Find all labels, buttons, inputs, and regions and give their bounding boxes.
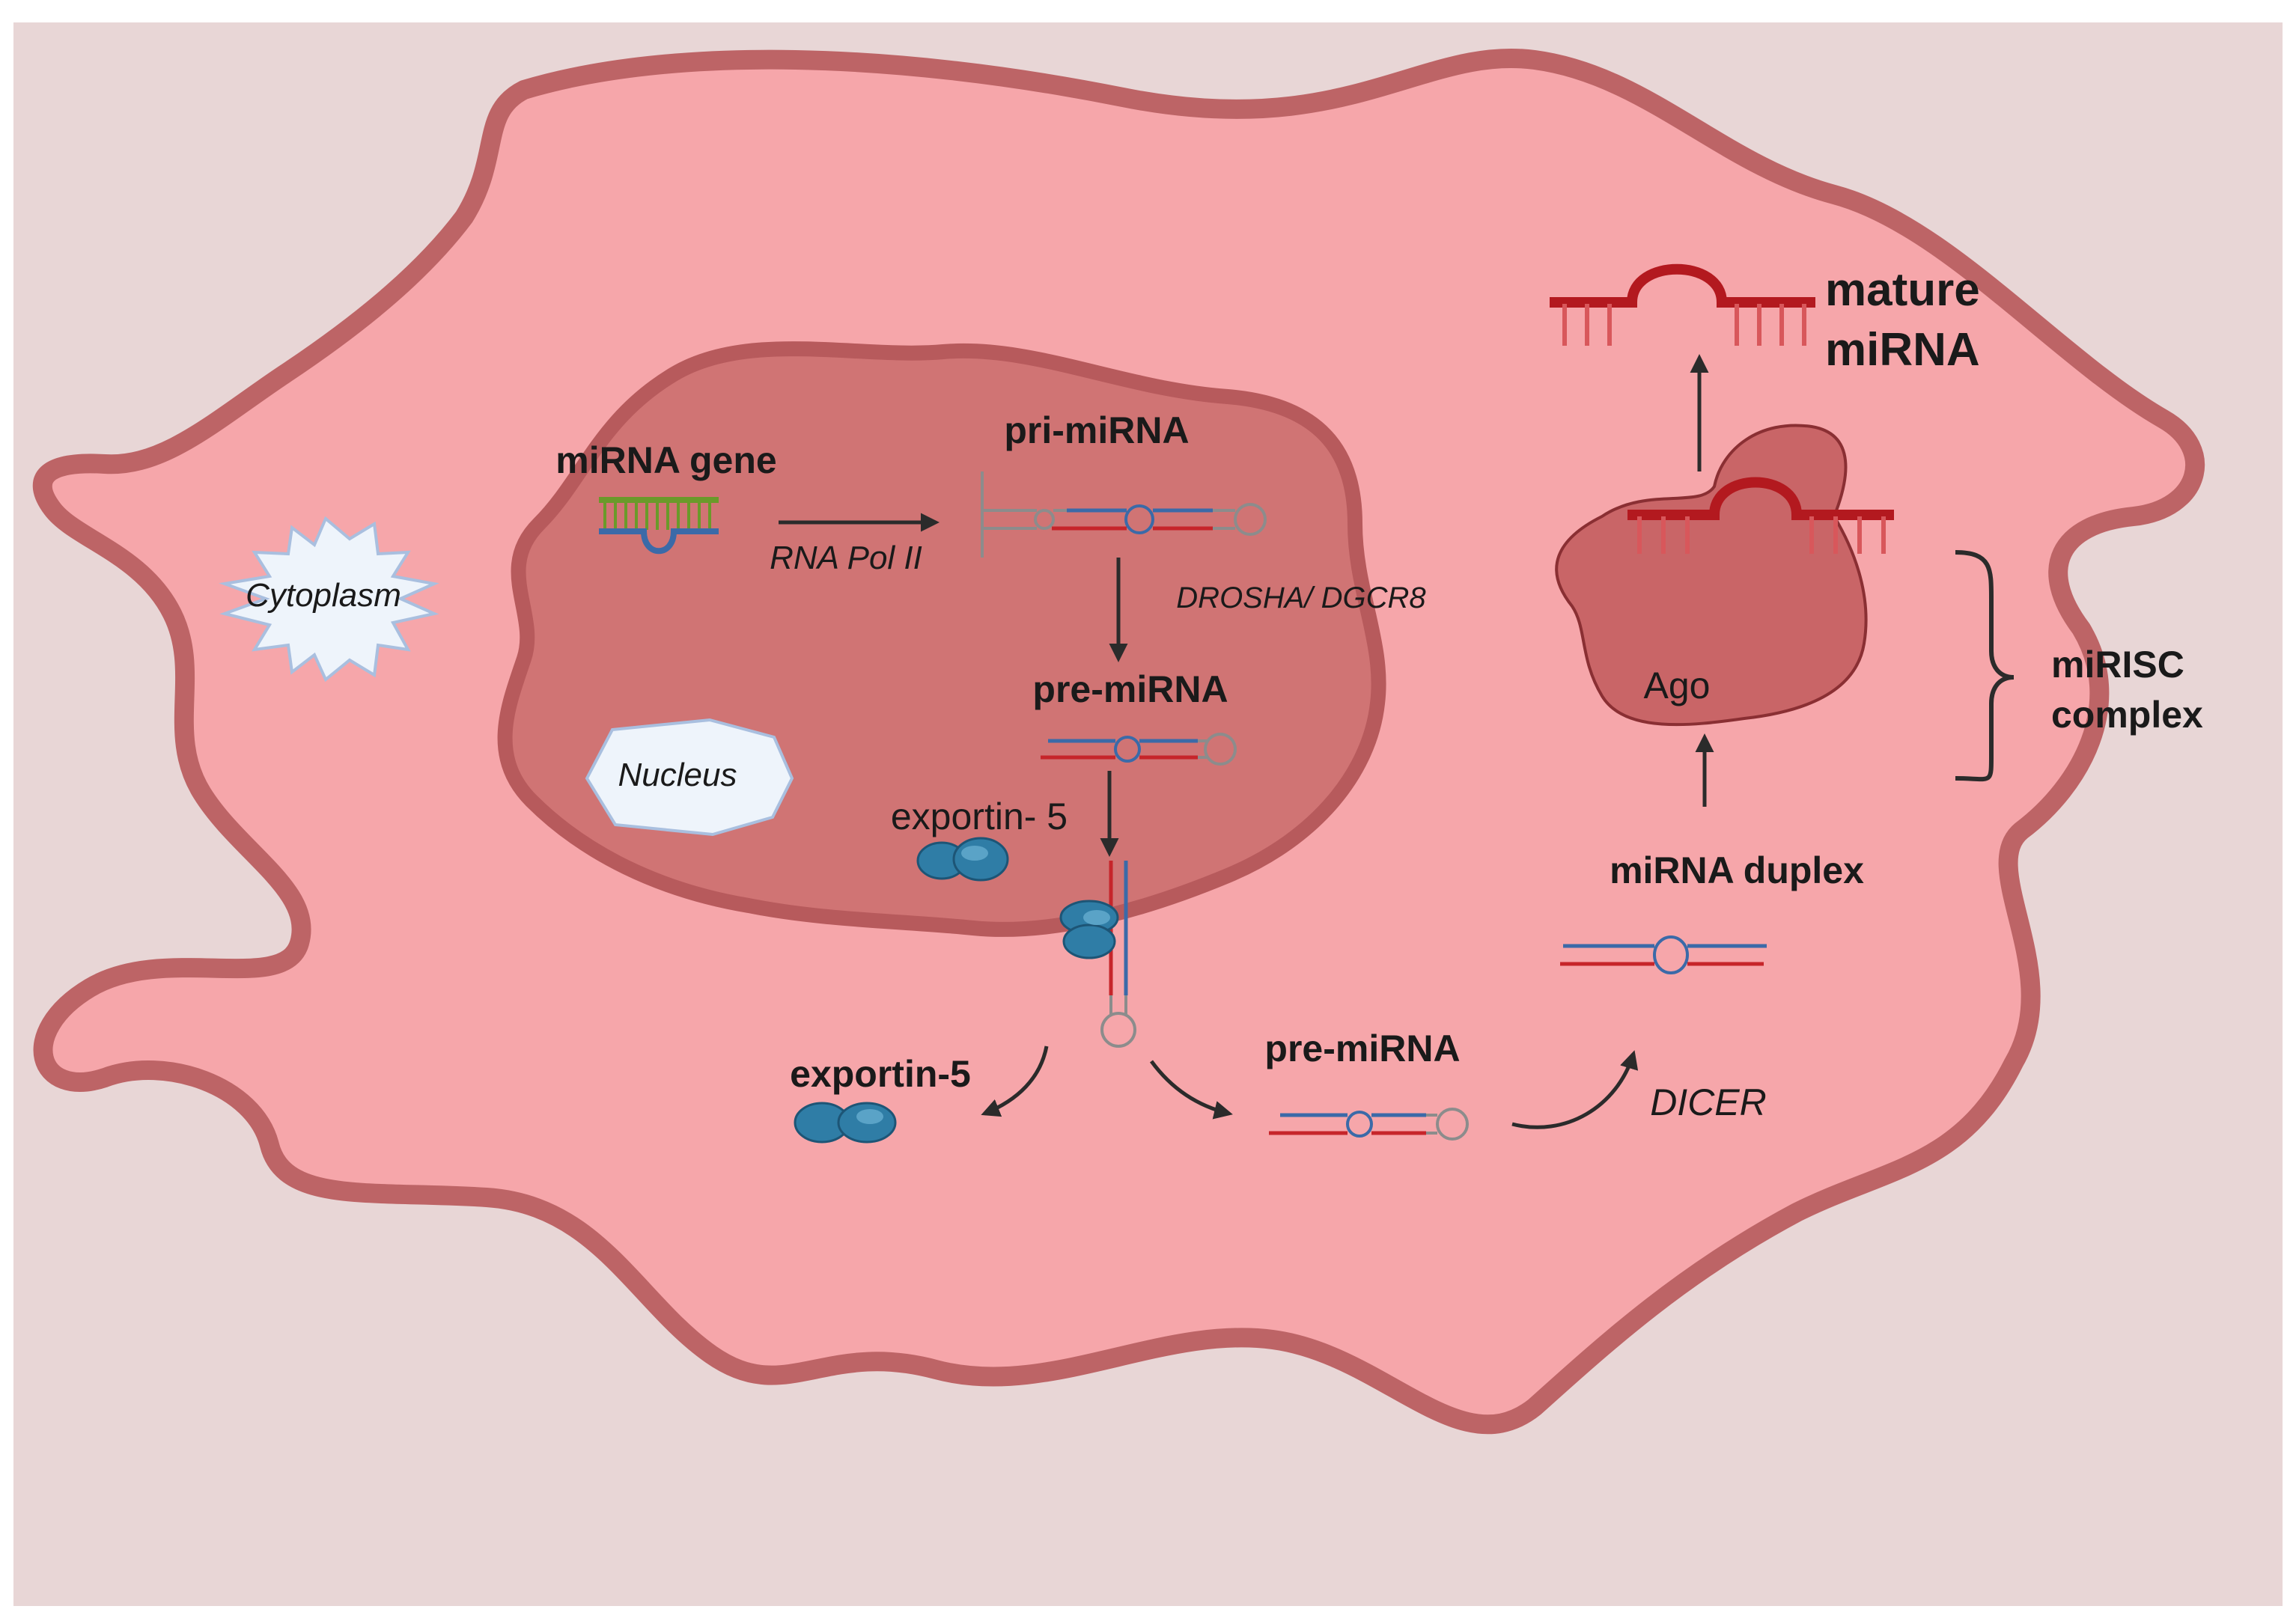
exportin-release-arrow bbox=[981, 1045, 1049, 1117]
ago-label: Ago bbox=[1644, 665, 1711, 706]
exportin-protein-icon bbox=[916, 837, 1009, 882]
cytoplasm-label: Cytoplasm bbox=[246, 577, 401, 614]
bracket-icon bbox=[1955, 550, 2015, 782]
mirna-gene-label: miRNA gene bbox=[555, 439, 776, 481]
dicer-arrow bbox=[1511, 1050, 1639, 1129]
mature-label-line1: mature bbox=[1825, 264, 1980, 316]
hairpin-rna-icon bbox=[1560, 935, 1767, 974]
drosha-dgcr8-label: DROSHA/ DGCR8 bbox=[1176, 581, 1426, 614]
exportin-released-label: exportin-5 bbox=[790, 1053, 971, 1095]
exportin-protein-icon bbox=[794, 1102, 897, 1144]
hairpin-rna-icon bbox=[1041, 733, 1237, 766]
nucleus-label: Nucleus bbox=[618, 757, 737, 793]
exportin-nuclear-label: exportin- 5 bbox=[891, 796, 1068, 837]
dicer-label: DICER bbox=[1650, 1081, 1767, 1123]
hairpin-rna-icon bbox=[1269, 1108, 1469, 1141]
mirisc-label-line1: miRISC bbox=[2051, 644, 2184, 686]
mirisc-label-line2: complex bbox=[2051, 694, 2203, 736]
mature-mirna-strand bbox=[1627, 477, 1894, 554]
dna-gene-icon bbox=[599, 497, 719, 555]
mature-label-line2: miRNA bbox=[1825, 324, 1980, 376]
rna-pol-ii-label: RNA Pol II bbox=[770, 540, 922, 576]
mature-mirna-strand bbox=[1550, 263, 1815, 346]
nucleus-octagon-icon bbox=[585, 718, 794, 837]
pre-mirna-cytoplasm-label: pre-miRNA bbox=[1264, 1028, 1460, 1069]
pre-mirna-nuclear-label: pre-miRNA bbox=[1032, 668, 1228, 710]
mirna-duplex-label: miRNA duplex bbox=[1610, 849, 1864, 891]
exportin-protein-icon bbox=[1059, 900, 1119, 959]
pre-mirna-release-arrow bbox=[1149, 1060, 1233, 1120]
hairpin-rna-icon bbox=[981, 471, 1267, 558]
cytoplasm-burst-icon bbox=[219, 516, 439, 683]
pri-mirna-label: pri-miRNA bbox=[1004, 409, 1189, 451]
